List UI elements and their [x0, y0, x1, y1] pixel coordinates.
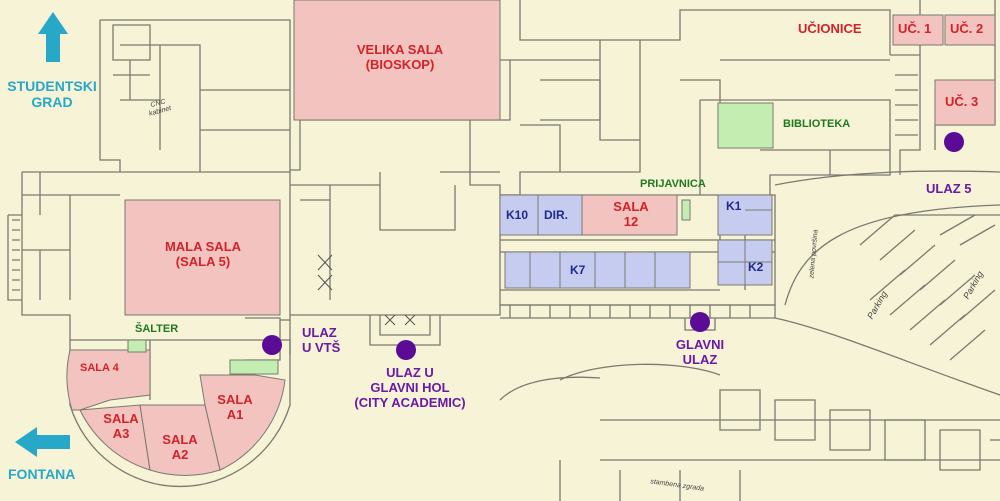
k7-label: K7 — [570, 263, 586, 277]
ulaz-vts-line2: U VTŠ — [302, 339, 341, 355]
arrow-left-icon — [15, 427, 70, 457]
ucionice-label: UČIONICE — [798, 21, 862, 36]
ulaz-5-label: ULAZ 5 — [926, 181, 972, 196]
sala-a3-label: SALA A3 — [96, 411, 146, 442]
studentski-grad-label: STUDENTSKI GRAD — [2, 78, 102, 110]
k2-label: K2 — [748, 260, 764, 274]
dir-label: DIR. — [544, 208, 568, 222]
velika-sala-label: VELIKA SALA (BIOSKOP) — [340, 42, 460, 73]
uc3-room — [934, 79, 996, 126]
glavni-ulaz-line1: GLAVNI — [675, 337, 725, 352]
uc3-label: UČ. 3 — [945, 94, 979, 109]
sala-a3-line2: A3 — [112, 425, 130, 441]
glavni-ulaz-label: GLAVNI ULAZ — [665, 337, 735, 368]
uc1-room — [892, 14, 944, 46]
velika-sala-room — [293, 0, 501, 121]
north-line2: GRAD — [31, 94, 73, 111]
streets — [499, 170, 1000, 501]
velika-sala-line2: (BIOSKOP) — [365, 56, 435, 72]
salter-desk — [229, 359, 279, 375]
k10-label: K10 — [506, 208, 529, 222]
fontana-label: FONTANA — [8, 466, 76, 482]
uc1-label: UČ. 1 — [898, 21, 932, 36]
biblioteka-label: BIBLIOTEKA — [783, 118, 851, 130]
mala-sala-label: MALA SALA (SALA 5) — [148, 239, 258, 270]
glavni-hol-line3: (CITY ACADEMIC) — [354, 394, 466, 410]
dir-room — [537, 194, 583, 236]
north-line1: STUDENTSKI — [7, 78, 97, 94]
uc2-room — [944, 14, 996, 46]
ulaz-vts-label: ULAZ U VTŠ — [302, 325, 341, 356]
velika-sala-line1: VELIKA SALA — [356, 42, 444, 57]
glavni-hol-entrance-marker — [396, 340, 416, 360]
sala-a2-label: SALA A2 — [155, 432, 205, 463]
arrow-up-icon — [38, 12, 68, 62]
door-symbols — [317, 254, 416, 326]
ulaz-5-marker — [944, 132, 964, 152]
sala-a1-label: SALA A1 — [210, 392, 260, 423]
sala-a1-room — [199, 374, 286, 471]
k7-dividers — [529, 252, 656, 288]
k1-label: K1 — [726, 199, 742, 213]
sala-a1-line1: SALA — [217, 392, 253, 407]
sala-4-room — [66, 349, 151, 411]
prijavnica-label: PRIJAVNICA — [640, 178, 706, 190]
ulaz-glavni-hol-label: ULAZ U GLAVNI HOL (CITY ACADEMIC) — [330, 365, 490, 411]
sala-a2-line2: A2 — [171, 446, 189, 462]
salter-label: ŠALTER — [135, 323, 179, 335]
sala-12-line2: 12 — [623, 213, 639, 229]
sala-12-room — [581, 194, 678, 236]
glavni-hol-line2: GLAVNI HOL — [370, 379, 450, 395]
glavni-hol-line1: ULAZ U — [386, 365, 434, 380]
sala-a1-line2: A1 — [226, 406, 244, 422]
ulaz-vts-line1: ULAZ — [302, 325, 337, 340]
prijavnica-desk — [681, 199, 691, 221]
glavni-ulaz-line2: ULAZ — [682, 351, 718, 367]
sala-12-line1: SALA — [613, 199, 649, 214]
mala-sala-room — [124, 199, 281, 316]
building-walls — [7, 0, 996, 488]
salter-room — [127, 339, 147, 353]
sala-4-label: SALA 4 — [80, 362, 119, 374]
k-room-dividers — [718, 209, 772, 285]
k1-room — [717, 194, 773, 236]
sala-a3-line1: SALA — [103, 411, 139, 426]
uc2-label: UČ. 2 — [950, 21, 984, 36]
glavni-ulaz-marker — [690, 312, 710, 332]
k7-room — [504, 251, 691, 289]
sala-12-label: SALA 12 — [606, 199, 656, 230]
rooms — [66, 0, 996, 476]
mala-sala-line1: MALA SALA — [164, 239, 242, 254]
mala-sala-line2: (SALA 5) — [175, 253, 231, 269]
biblioteka-room — [717, 102, 774, 149]
vts-entrance-marker — [262, 335, 282, 355]
sala-a2-line1: SALA — [162, 432, 198, 447]
